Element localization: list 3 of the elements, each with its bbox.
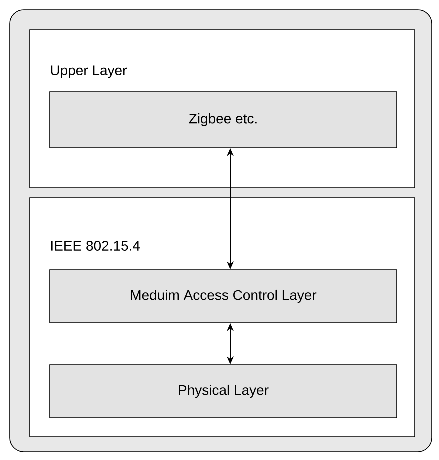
layer-box: Meduim Access Control Layer <box>50 270 398 324</box>
layer-box: Zigbee etc. <box>50 92 398 148</box>
layer-box: Physical Layer <box>50 364 398 418</box>
